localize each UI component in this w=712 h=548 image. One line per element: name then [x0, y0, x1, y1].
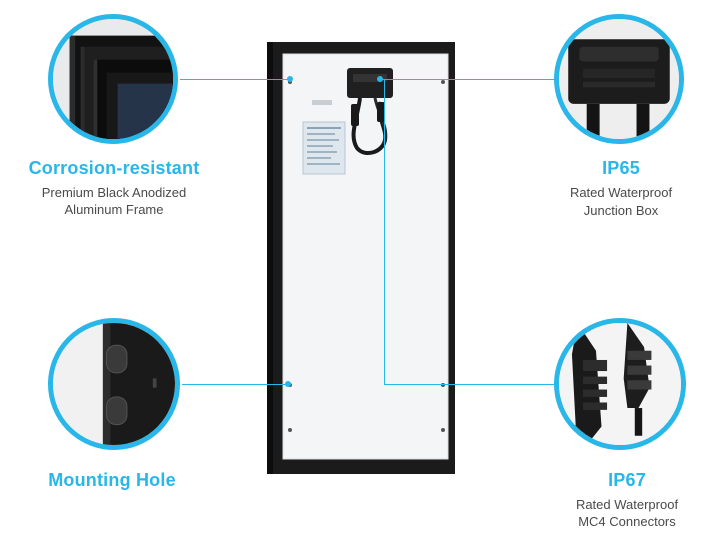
junction-box-closeup-circle [554, 14, 684, 144]
junction-box-leader-dot [377, 76, 383, 82]
frame-closeup-circle [48, 14, 178, 144]
mounting-hole-closeup-circle [48, 318, 180, 450]
junction-box-title: IP65 [602, 158, 640, 178]
frame-desc-line2: Aluminum Frame [64, 202, 164, 217]
mounting-leader-line [182, 384, 288, 385]
frame-leader-dot [287, 76, 293, 82]
frame-title: Corrosion-resistant [28, 158, 200, 178]
mc4-connector-closeup-icon [559, 323, 681, 445]
frame-leader-line [180, 79, 290, 80]
connector-title: IP67 [608, 470, 646, 490]
solar-panel-image [267, 42, 455, 474]
mounting-title: Mounting Hole [48, 470, 176, 490]
frame-desc-line1: Premium Black Anodized [41, 185, 187, 200]
frame-corner-closeup-icon [53, 19, 173, 139]
junction-box-desc-line1: Rated Waterproof [569, 185, 673, 200]
mounting-hole-closeup-icon [53, 323, 175, 445]
junction-box-leader-line [380, 79, 556, 80]
connector-closeup-circle [554, 318, 686, 450]
junction-box-desc-line2: Junction Box [583, 203, 659, 218]
junction-box-closeup-icon [559, 19, 679, 139]
connector-leader-vertical [384, 80, 385, 385]
connector-leader-horizontal [384, 384, 556, 385]
mounting-leader-dot [285, 381, 291, 387]
connector-desc-line2: MC4 Connectors [578, 514, 676, 529]
connector-desc-line1: Rated Waterproof [575, 497, 679, 512]
